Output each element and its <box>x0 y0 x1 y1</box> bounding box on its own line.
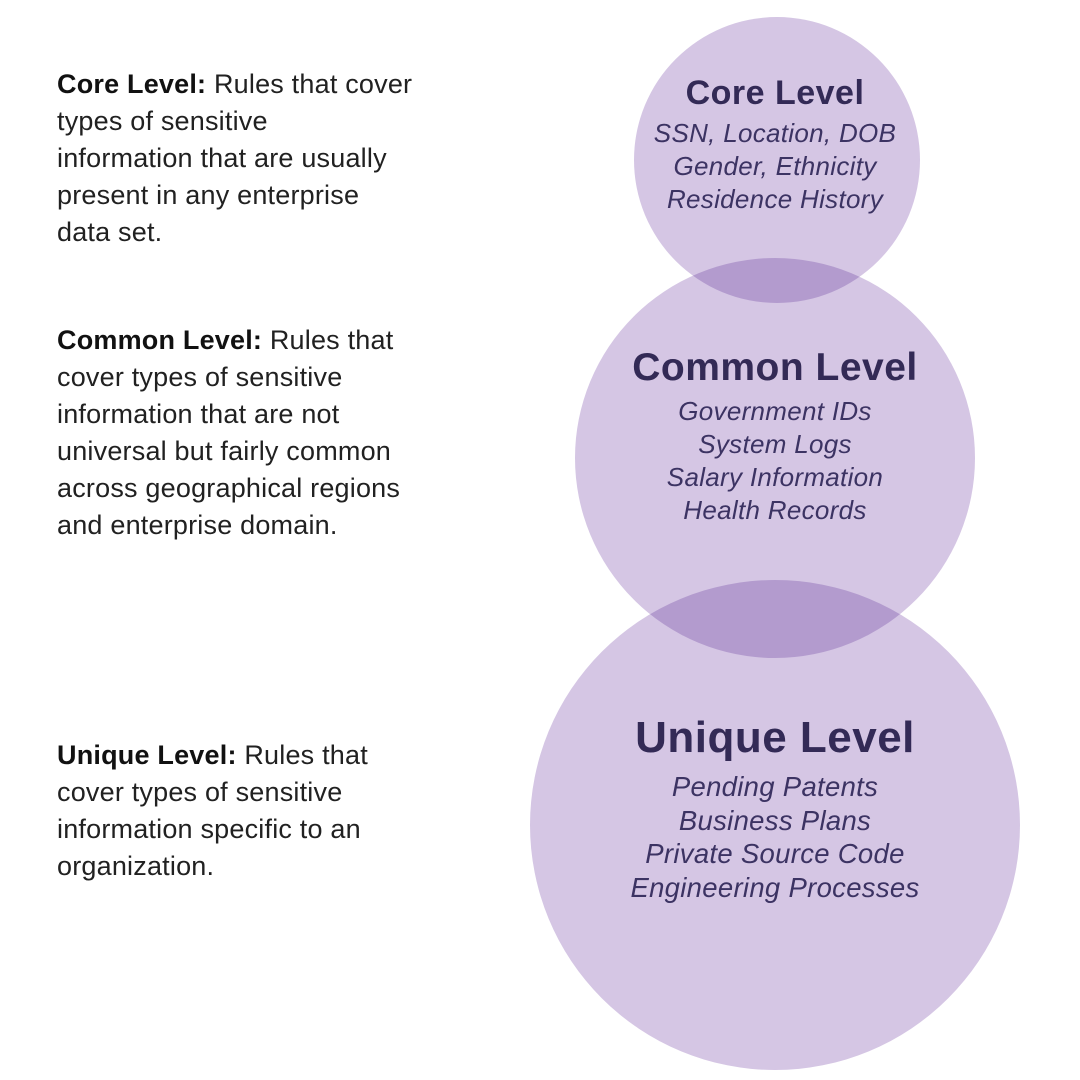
core-circle-label-group: Core Level SSN, Location, DOB Gender, Et… <box>654 73 896 216</box>
common-circle-items: Government IDs System Logs Salary Inform… <box>666 396 884 525</box>
common-circle-title: Common Level <box>632 346 918 389</box>
core-circle <box>634 17 920 303</box>
core-circle-title: Core Level <box>685 74 865 112</box>
common-circle <box>575 258 975 658</box>
core-circle-items: SSN, Location, DOB Gender, Ethnicity Res… <box>653 118 897 214</box>
unique-circle-items: Pending Patents Business Plans Private S… <box>630 771 920 903</box>
common-level-description: Common Level: Rules that cover types of … <box>57 322 487 544</box>
core-level-description: Core Level: Rules that cover types of se… <box>57 66 487 251</box>
unique-level-description: Unique Level: Rules that cover types of … <box>57 737 487 885</box>
core-level-description-text: Rules that cover types of sensitive info… <box>57 69 413 247</box>
common-level-description-label: Common Level: <box>57 325 263 355</box>
common-circle-label-group: Common Level Government IDs System Logs … <box>632 344 918 527</box>
unique-circle-label-group: Unique Level Pending Patents Business Pl… <box>630 712 919 904</box>
unique-level-description-text: Rules that cover types of sensitive info… <box>57 740 368 881</box>
unique-circle-title: Unique Level <box>635 713 915 762</box>
core-level-description-label: Core Level: <box>57 69 207 99</box>
unique-circle <box>530 580 1020 1070</box>
unique-level-description-label: Unique Level: <box>57 740 237 770</box>
common-level-description-text: Rules that cover types of sensitive info… <box>57 325 401 540</box>
